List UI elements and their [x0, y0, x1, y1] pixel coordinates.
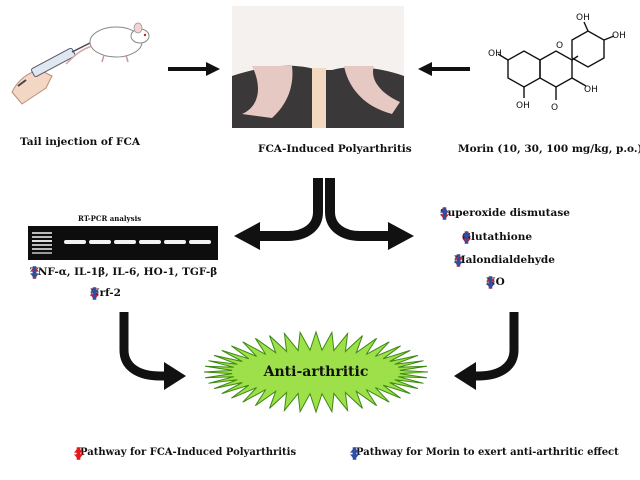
glutathione-row: Glutathione [462, 231, 533, 244]
mda-label: Malondialdehyde [454, 254, 555, 266]
blue-up-arrow-icon [440, 207, 449, 220]
mda-row: Malondialdehyde [454, 254, 555, 267]
blue-down-arrow-icon [454, 254, 463, 267]
red-down-arrow-icon [74, 447, 83, 460]
blue-down-arrow-icon [30, 266, 39, 279]
legend-fca: Pathway for FCA-Induced Polyarthritis [74, 447, 297, 460]
sod-label: Superoxide dismutase [440, 207, 570, 219]
blue-up-arrow-icon [462, 231, 471, 244]
o-label: O [551, 103, 558, 113]
o-label: O [556, 41, 563, 51]
oh-label: OH [488, 49, 502, 59]
legend-morin-label: Pathway for Morin to exert anti-arthriti… [356, 447, 619, 458]
oh-label: OH [516, 101, 530, 111]
caption-polyarthritis: FCA-Induced Polyarthritis [258, 143, 412, 155]
rtpcr-marker-row: TNF-α, IL-1β, IL-6, HO-1, TGF-β [30, 266, 218, 279]
legend-fca-label: Pathway for FCA-Induced Polyarthritis [80, 447, 297, 458]
nrf2-row: Nrf-2 [90, 287, 121, 300]
blue-down-arrow-icon [486, 276, 495, 289]
nrf2-label: Nrf-2 [90, 287, 121, 299]
glutathione-label: Glutathione [462, 231, 533, 243]
caption-tail-injection: Tail injection of FCA [20, 136, 141, 148]
oh-label: OH [612, 31, 626, 41]
sod-row: Superoxide dismutase [440, 207, 570, 220]
paws-photo [232, 6, 404, 128]
legend-morin: Pathway for Morin to exert anti-arthriti… [350, 447, 619, 460]
caption-morin-dose: Morin (10, 30, 100 mg/kg, p.o.) [458, 143, 640, 155]
blue-down-arrow-icon [350, 447, 359, 460]
anti-arthritic-label: Anti-arthritic [263, 364, 369, 380]
blue-up-arrow-icon [90, 287, 99, 300]
gel-image [28, 226, 218, 260]
rtpcr-title: RT-PCR analysis [78, 214, 142, 223]
oh-label: OH [584, 85, 598, 95]
rtpcr-markers: TNF-α, IL-1β, IL-6, HO-1, TGF-β [30, 266, 218, 278]
oh-label: OH [576, 13, 590, 23]
no-row: NO [486, 276, 505, 289]
